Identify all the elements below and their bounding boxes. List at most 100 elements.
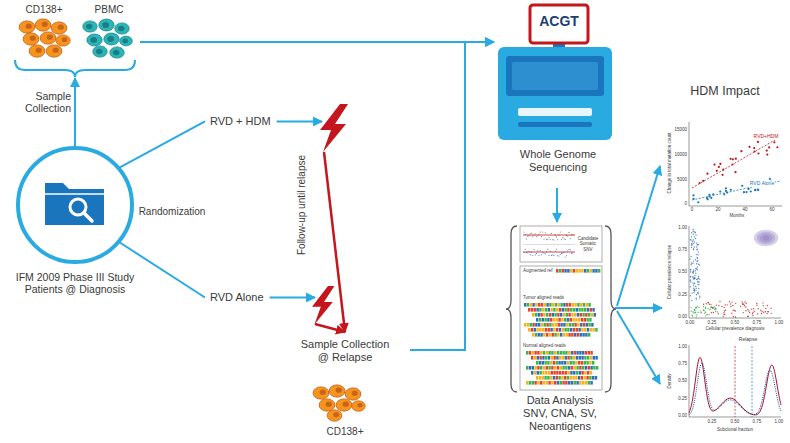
plot-dot [757,189,759,191]
plot-dot [548,255,549,256]
read-base [584,328,586,332]
plot-dot [697,269,698,270]
read-base [546,381,548,385]
read-base [547,376,549,380]
read-base [537,371,539,375]
read-base [572,303,574,307]
plot-dot [568,249,569,250]
read-base [546,323,548,327]
plot-dot [693,239,694,240]
plot-dot [696,307,697,308]
art-path [84,213,92,221]
plot-dot [716,170,718,172]
read-base [526,381,528,385]
read-base [547,361,549,365]
plot-dot [696,263,697,264]
node-text: ACGT [530,13,588,30]
plot-dot [716,304,717,305]
plot-dot [537,235,538,236]
plot-dot [558,255,559,256]
read-base [579,366,581,370]
plot-dot [540,250,541,251]
plot-dot [696,257,697,258]
plot-dot [693,249,694,250]
plot-dot [695,259,696,260]
read-base [571,333,573,337]
plot-dot [776,146,778,148]
plot-dot [766,149,768,151]
read-base [590,366,592,370]
read-base [570,328,572,332]
read-base [556,308,558,312]
plot-dot [756,303,757,304]
read-base [575,376,577,380]
plot-dot [690,276,691,277]
read-base [562,351,564,355]
plot-dot [690,271,691,272]
connector [277,121,345,332]
plot-dot [541,254,542,255]
read-base [570,269,572,273]
read-base [578,269,580,273]
read-base [580,333,582,337]
plot-dot [767,305,768,306]
axis-tick: 1.00 [678,344,687,349]
read-base [586,318,588,322]
plot-dot [698,307,699,308]
plot-dot [562,237,563,238]
plot-dot [692,263,693,264]
impact-arrows [617,166,660,384]
plot-dot [693,287,694,288]
read-base [534,356,536,360]
read-base [564,318,566,322]
read-base [558,323,560,327]
axis-tick: 0.25 [708,320,717,325]
axis-tick: 15000 [674,127,687,132]
read-base [542,361,544,365]
plot-dot [717,311,718,312]
read-base [524,323,526,327]
read-base [581,376,583,380]
art-rect [518,122,592,127]
plot-dot [697,306,698,307]
plot-dot [705,308,706,309]
read-base [582,366,584,370]
plot-dot [698,276,699,277]
plot-dot [695,312,696,313]
art-use [23,33,39,45]
read-base [589,361,591,365]
read-base [552,313,554,317]
read-base [575,318,577,322]
read-base [553,371,555,375]
plot-dot [694,275,695,276]
plot-dot [705,315,706,316]
art-rect [512,62,598,90]
plot-dot [694,310,695,311]
trend-line [692,181,780,200]
plot-dot [697,254,698,255]
density-contour [757,232,775,244]
read-base [571,313,573,317]
connector-line [74,78,76,147]
read-base [545,308,547,312]
read-base [581,318,583,322]
plot-dot [530,254,531,255]
axis-tick: 1.00 [775,419,784,424]
read-base [550,376,552,380]
read-base [530,323,532,327]
read-base [548,308,550,312]
read-base [585,381,587,385]
read-base [548,351,550,355]
plot-dot [693,269,694,270]
read-base [535,333,537,337]
read-base [568,381,570,385]
read-base [591,313,593,317]
read-base [585,333,587,337]
sequencer [498,5,612,140]
plot-dot [723,312,724,313]
plot-dot [553,239,554,240]
read-base [546,313,548,317]
plot-line [523,235,575,236]
read-base [592,376,594,380]
